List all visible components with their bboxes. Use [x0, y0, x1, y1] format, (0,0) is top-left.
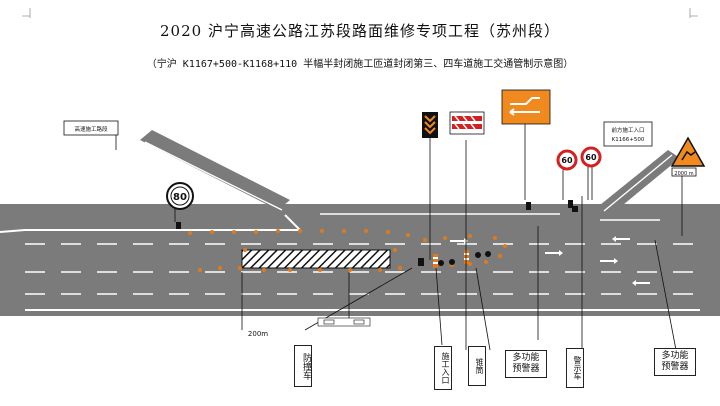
- svg-text:60: 60: [561, 156, 573, 165]
- callout-warning-vehicle: 警示车: [566, 348, 584, 388]
- right-notice-board: 前方施工入口 K1166+500: [603, 121, 653, 147]
- callout-crash-vehicle: 防撞车: [294, 345, 312, 387]
- callout-multi-warning-b: 多功能预警器: [654, 348, 696, 376]
- lane-arrows: [450, 236, 650, 286]
- chevron-board-icon: [422, 112, 438, 138]
- work-zone-hatch: [241, 249, 391, 269]
- cone-line: [188, 229, 507, 272]
- svg-text:80: 80: [173, 192, 187, 203]
- vehicles: [176, 200, 578, 266]
- sign-mark: [317, 317, 371, 327]
- distance-label: 200m: [248, 330, 268, 338]
- callout-work-entrance: 施工入口: [434, 346, 452, 390]
- barrier-sign-icon: [449, 111, 485, 135]
- left-notice-board: 高速施工路段: [63, 120, 119, 136]
- distance-plate: 2000 m: [671, 167, 697, 177]
- leader-lines: [115, 124, 683, 352]
- svg-text:2000 m: 2000 m: [674, 171, 693, 177]
- lane-closure-sign-icon: [501, 89, 551, 125]
- barrier-markers: [433, 250, 469, 268]
- speed-limit-b-icon: 60: [580, 146, 602, 168]
- svg-text:60: 60: [585, 153, 597, 162]
- page-subtitle: （宁沪 K1167+500-K1168+110 半幅半封闭施工匝道封闭第三、四车…: [146, 59, 574, 70]
- ramp-left: [140, 130, 290, 210]
- callout-multi-warning-a: 多功能预警器: [505, 350, 547, 378]
- construction-warning-icon: [670, 136, 706, 167]
- callout-cones: 锥筒: [468, 346, 486, 386]
- svg-text:K1166+500: K1166+500: [612, 137, 645, 143]
- speed-limit-a-icon: 60: [556, 149, 578, 171]
- page-title: 2020 沪宁高速公路江苏段路面维修专项工程（苏州段）: [160, 22, 560, 40]
- speed-limit-left-icon: 80: [166, 182, 194, 210]
- crop-marks: [22, 8, 698, 18]
- svg-text:前方施工入口: 前方施工入口: [611, 126, 644, 134]
- svg-text:高速施工路段: 高速施工路段: [74, 125, 108, 133]
- lane-lines: [25, 243, 700, 295]
